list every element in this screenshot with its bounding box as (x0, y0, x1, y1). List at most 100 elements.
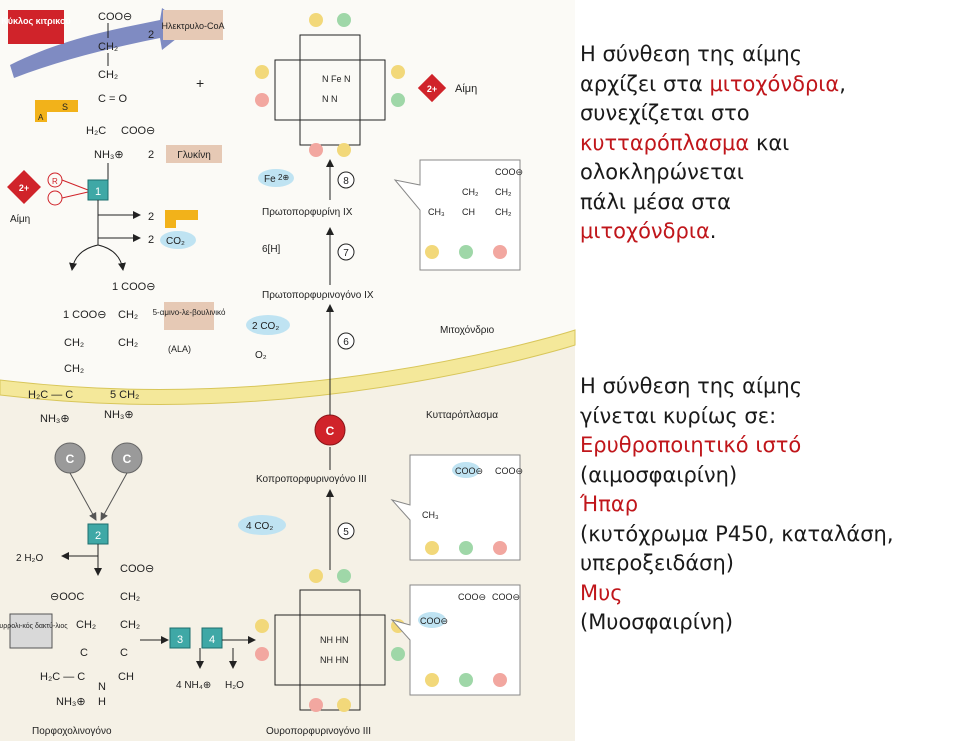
reg-line-2 (61, 191, 89, 199)
fe-label: Fe (264, 174, 276, 185)
heme-label-left: Αίμη (10, 213, 30, 225)
co2-ellipse-6 (246, 315, 290, 335)
svg-text:NH HN: NH HN (320, 635, 349, 645)
text-line: γίνεται κυρίως σε: (580, 402, 894, 432)
uro-coo-ellipse (418, 612, 446, 628)
uroporphyrinogen-structure: NH HN NH HN (255, 569, 405, 712)
step-6-label: 6 (343, 337, 349, 348)
ch2-top-1: CH₂ (98, 41, 118, 53)
arrow-c-right (100, 472, 128, 521)
pbg-nh3: NH₃⊕ (56, 696, 86, 708)
step-7-circle (337, 243, 355, 261)
heme-sign-right: 2+ (427, 84, 437, 94)
mitochondrion-label: Μιτοχόνδριο (440, 324, 495, 336)
highlight-text: μιτοχόνδρια (580, 219, 710, 243)
cytoplasm-label: Κυτταρόπλασμα (426, 409, 498, 421)
step-8-label: 8 (343, 176, 349, 187)
citric-cycle-box (8, 10, 64, 44)
coproporphyrinogen-label: Κοπροπορφυρινογόνο III (256, 473, 367, 485)
highlight-text: Μυς (580, 580, 623, 605)
stoich-2-c: 2 (148, 211, 154, 223)
text-line: Ερυθροποιητικό ιστό (580, 431, 894, 461)
sc-ch2-b: CH₂ (495, 187, 512, 197)
pbg-h: H (98, 696, 106, 708)
pbg-h2c: H₂C — C (40, 671, 85, 683)
copro-ch3: CH₃ (422, 510, 439, 520)
copro-coo-a: COO⊖ (455, 466, 483, 476)
ala-coo: 1 COO⊖ (112, 281, 155, 293)
transporter-c-mid-label: C (326, 424, 335, 438)
stoich-2-d: 2 (148, 234, 154, 246)
sidechain-box-top (393, 159, 521, 271)
sidechain-box-copro (390, 454, 521, 561)
ala-left-ch2-a: CH₂ (64, 337, 84, 349)
body-text: Η σύνθεση της αίμης (580, 42, 803, 66)
co2-label-6: 2 CO₂ (252, 321, 279, 332)
highlight-text: Ερυθροποιητικό ιστό (580, 433, 802, 457)
co2-label-1: CO₂ (166, 236, 185, 247)
protoporphyrin-label: Πρωτοπορφυρίνη IX (262, 206, 353, 218)
heme-structure: N Fe N N N (255, 13, 405, 157)
pbg-n: N (98, 681, 106, 693)
fe-charge: 2⊕ (278, 173, 289, 182)
pbg-ch: CH (118, 671, 134, 683)
glycine-h2c: H₂C (86, 125, 106, 137)
enzyme-3-label: 3 (177, 634, 183, 646)
copro-r3 (493, 541, 507, 555)
coo-top: COO⊖ (98, 11, 132, 23)
uro-r3 (493, 673, 507, 687)
succinyl-coa-label: Ηλεκτρυλο-CoA (162, 21, 225, 31)
enzyme-4-box (201, 627, 223, 649)
svg-text:N Fe N: N Fe N (322, 74, 351, 84)
ala-left-coo: 1 COO⊖ (63, 309, 106, 321)
copro-r1 (425, 541, 439, 555)
uroporphyrinogen-label: Ουροπορφυρινογόνο III (266, 725, 371, 737)
uro-coo-a: COO⊖ (420, 616, 448, 626)
body-text: , (839, 71, 846, 96)
text-line: (αιμοσφαιρίνη) (580, 461, 894, 491)
text-line: (Μυοσφαιρίνη) (580, 608, 894, 638)
stoich-2-b: 2 (148, 149, 154, 161)
pbg-coo-right: COO⊖ (120, 563, 154, 575)
citric-cycle-label: Κύκλος κιτρικού (1, 16, 70, 26)
pbg-ch2-l: CH₂ (76, 619, 96, 631)
enzyme-2-label: 2 (95, 530, 101, 542)
copro-coo-b: COO⊖ (495, 466, 523, 476)
sc-coo: COO⊖ (495, 167, 523, 177)
ala-ch2-b: CH₂ (118, 337, 138, 349)
pbg-ch2-r2: CH₂ (120, 619, 140, 631)
highlight-text: μιτοχόνδρια (709, 71, 840, 96)
h6-label: 6[H] (262, 244, 281, 255)
arrow-c-left (69, 472, 97, 521)
uro-coo-b: COO⊖ (458, 592, 486, 602)
body-text: Η σύνθεση της αίμης (580, 374, 803, 398)
heme-diamond-left (7, 170, 41, 204)
sc-r1 (425, 245, 439, 259)
h2o-2-label: 2 H₂O (16, 553, 43, 564)
uro-r1 (425, 673, 439, 687)
co2-ellipse-1 (160, 231, 196, 249)
ala-box (164, 302, 214, 330)
ala-abbr: (ALA) (168, 344, 191, 354)
reg-r: R (52, 177, 58, 186)
body-text: ολοκληρώνεται (580, 160, 744, 184)
step-5-circle (337, 522, 355, 540)
citric-cycle-arrow (10, 8, 190, 78)
svg-text:N N: N N (322, 94, 338, 104)
plus-sign: + (196, 75, 204, 91)
coa-s: S (62, 102, 68, 112)
sc-r2 (459, 245, 473, 259)
copro-r2 (459, 541, 473, 555)
h2o-label: H₂O (225, 680, 244, 691)
transporter-c-right-label: C (123, 452, 132, 466)
fe-ellipse (258, 169, 294, 187)
step-5-label: 5 (343, 527, 349, 538)
ala-ch2-a: CH₂ (118, 309, 138, 321)
text-line: συνεχίζεται στο (580, 99, 846, 129)
pyrrole-ring-label: Πυρρολι-κός δακτύ-λιος (0, 622, 68, 630)
sc-ch2-c: CH₂ (495, 207, 512, 217)
glycine-nh3: NH₃⊕ (94, 149, 124, 161)
sc-ch2-a: CH₂ (462, 187, 479, 197)
pbg-c-l: C (80, 647, 88, 659)
